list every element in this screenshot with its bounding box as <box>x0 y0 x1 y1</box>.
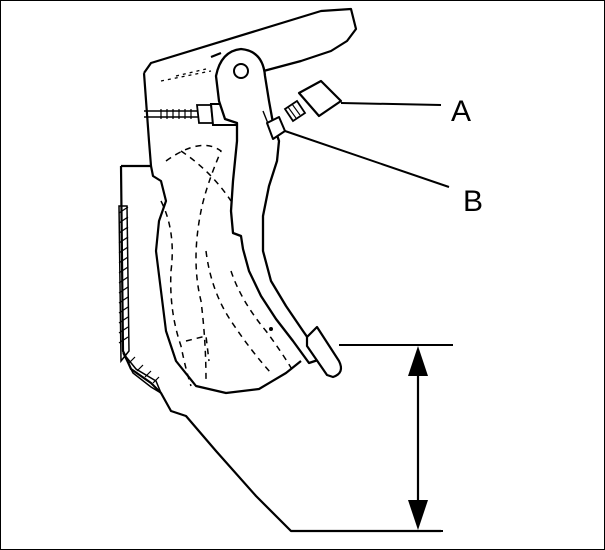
pedal-rivet-icon <box>269 327 273 331</box>
hidden-pedal-dashes <box>160 144 294 387</box>
pushrod-thread <box>160 109 192 119</box>
pedal-arm <box>214 47 323 365</box>
pedal-pad <box>305 325 343 379</box>
dimension-arrow-down-icon <box>408 500 428 530</box>
switch-thread-lines <box>287 103 301 119</box>
floor-panel-outline <box>119 164 441 533</box>
label-a: A <box>451 95 471 128</box>
bracket-hidden-edge <box>160 68 212 82</box>
floor-lower-hatch <box>122 352 163 395</box>
firewall-hatch-strip <box>118 205 130 364</box>
pedal-switch-thread <box>283 99 307 123</box>
leader-line-b <box>284 130 450 188</box>
label-b: B <box>463 185 483 218</box>
pedal-pivot-icon <box>233 63 249 79</box>
leader-line-a <box>340 102 442 106</box>
pedal-switch-body <box>297 79 343 118</box>
dimension-arrow-up-icon <box>408 346 428 376</box>
firewall-hatching <box>118 206 129 344</box>
floor-lower-hatching <box>128 356 160 384</box>
